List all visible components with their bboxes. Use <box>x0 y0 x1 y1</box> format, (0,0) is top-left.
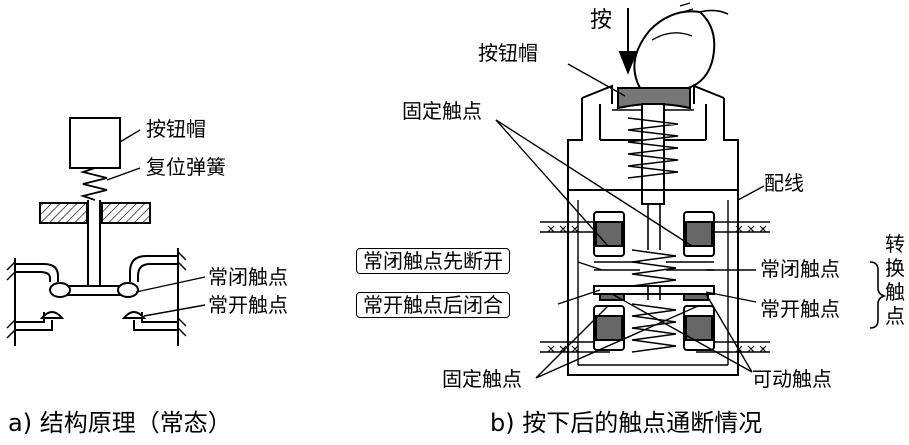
left-nc-contact-left <box>49 282 71 298</box>
left-guide-plate <box>39 202 88 224</box>
left-label-return-spring: 复位弹簧 <box>146 155 226 179</box>
left-caption: a) 结构原理（常态） <box>8 409 232 437</box>
label-changeover-contact: 转换触点 <box>885 232 905 328</box>
left-button-cap-shape <box>69 117 121 169</box>
right-caption: b) 按下后的触点通断情况 <box>490 409 763 437</box>
left-label-button-cap: 按钮帽 <box>146 117 206 141</box>
label-nc-first-open: 常闭触点先断开 <box>356 248 510 274</box>
changeover-brace <box>869 261 887 329</box>
left-no-contact-right <box>121 311 147 319</box>
right-plunger <box>641 103 665 205</box>
right-structure <box>495 2 887 379</box>
label-fixed-contact-top: 固定触点 <box>402 99 482 123</box>
lower-housing <box>567 189 739 376</box>
lower-spring-shape <box>631 249 677 287</box>
left-spring-shape <box>79 167 108 201</box>
moving-bridge <box>593 285 715 295</box>
left-nc-contact-right <box>117 282 139 298</box>
right-label-nc-contact: 常闭触点 <box>760 257 840 281</box>
label-fixed-contact-bottom: 固定触点 <box>442 367 522 391</box>
label-no-then-close: 常开触点后闭合 <box>356 292 510 318</box>
left-no-contact-left <box>39 311 65 319</box>
left-label-nc-contact: 常闭触点 <box>208 265 288 289</box>
left-structure <box>6 117 206 346</box>
right-label-button-cap: 按钮帽 <box>478 41 538 65</box>
finger-shape <box>633 10 716 92</box>
label-wiring: 配线 <box>764 171 804 195</box>
label-movable-contact: 可动触点 <box>752 367 832 391</box>
right-label-no-contact: 常开触点 <box>760 297 840 321</box>
upper-spring-shape <box>627 117 679 179</box>
left-label-no-contact: 常开触点 <box>208 293 288 317</box>
label-press: 按 <box>590 8 613 33</box>
